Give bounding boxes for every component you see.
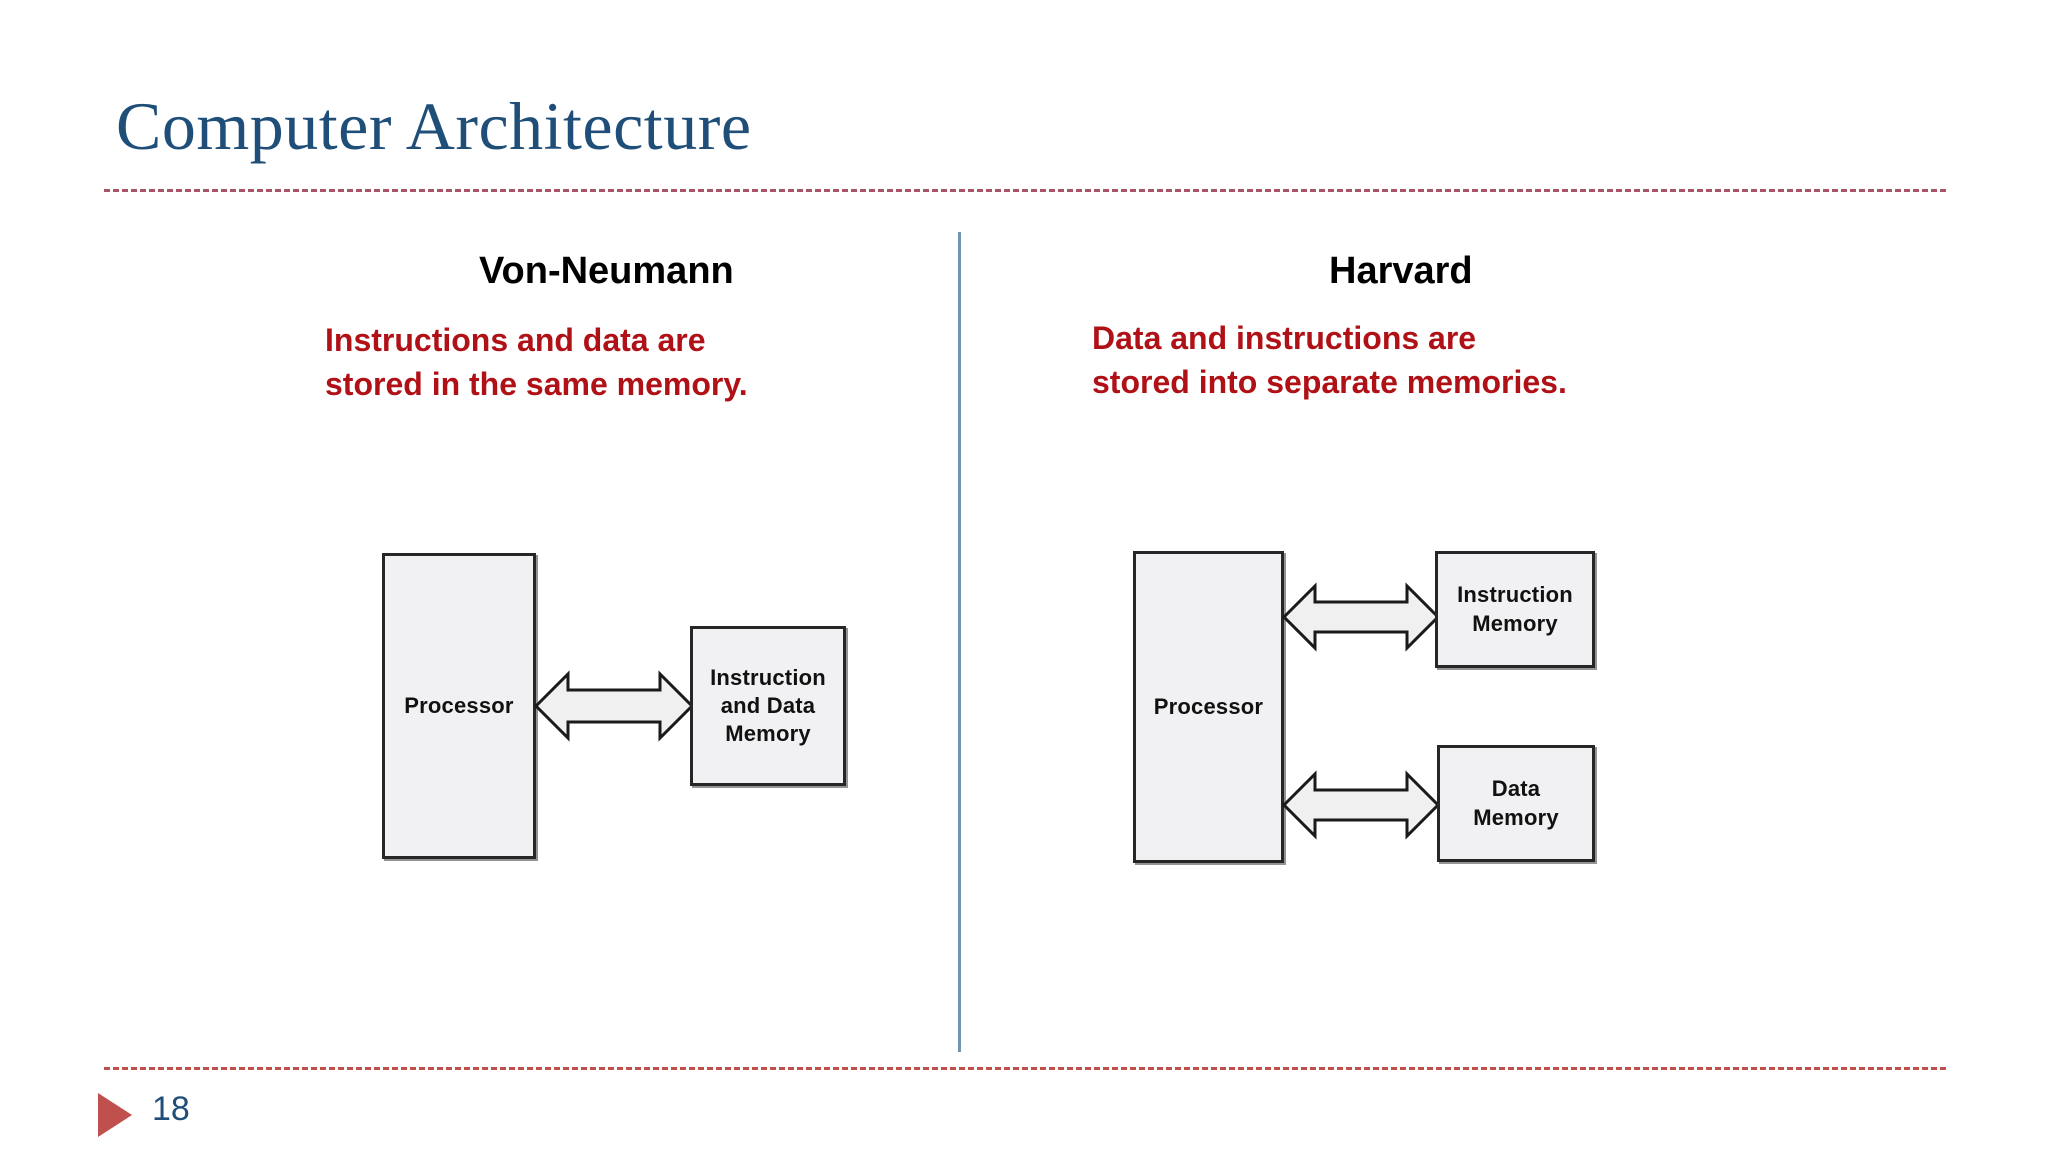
title-divider-rule <box>104 189 1946 192</box>
box-processor-harvard: Processor <box>1133 551 1284 863</box>
page-number: 18 <box>152 1090 190 1128</box>
box-processor-von-neumann: Processor <box>382 553 536 859</box>
box-processor-von-neumann-label: Processor <box>404 692 514 718</box>
footer-divider-rule <box>104 1067 1946 1070</box>
arrow-processor-to-data-memory <box>1282 765 1440 845</box>
column-heading-harvard: Harvard <box>1329 250 1473 292</box>
box-data-memory-label: Data Memory <box>1473 776 1559 830</box>
box-instruction-memory: Instruction Memory <box>1435 551 1595 668</box>
arrow-processor-to-instruction-memory <box>1282 577 1440 657</box>
column-description-von-neumann: Instructions and data are stored in the … <box>325 322 748 403</box>
box-instruction-and-data-memory-label: Instruction and Data Memory <box>710 664 826 747</box>
column-description-harvard: Data and instructions are stored into se… <box>1092 320 1567 401</box>
page-title: Computer Architecture <box>116 88 752 164</box>
column-divider <box>958 232 961 1052</box>
box-instruction-memory-label: Instruction Memory <box>1457 582 1573 636</box>
box-instruction-and-data-memory: Instruction and Data Memory <box>690 626 846 786</box>
box-processor-harvard-label: Processor <box>1153 693 1264 719</box>
play-triangle-icon <box>98 1093 132 1137</box>
box-data-memory: Data Memory <box>1437 745 1595 862</box>
column-heading-von-neumann: Von-Neumann <box>479 250 734 292</box>
